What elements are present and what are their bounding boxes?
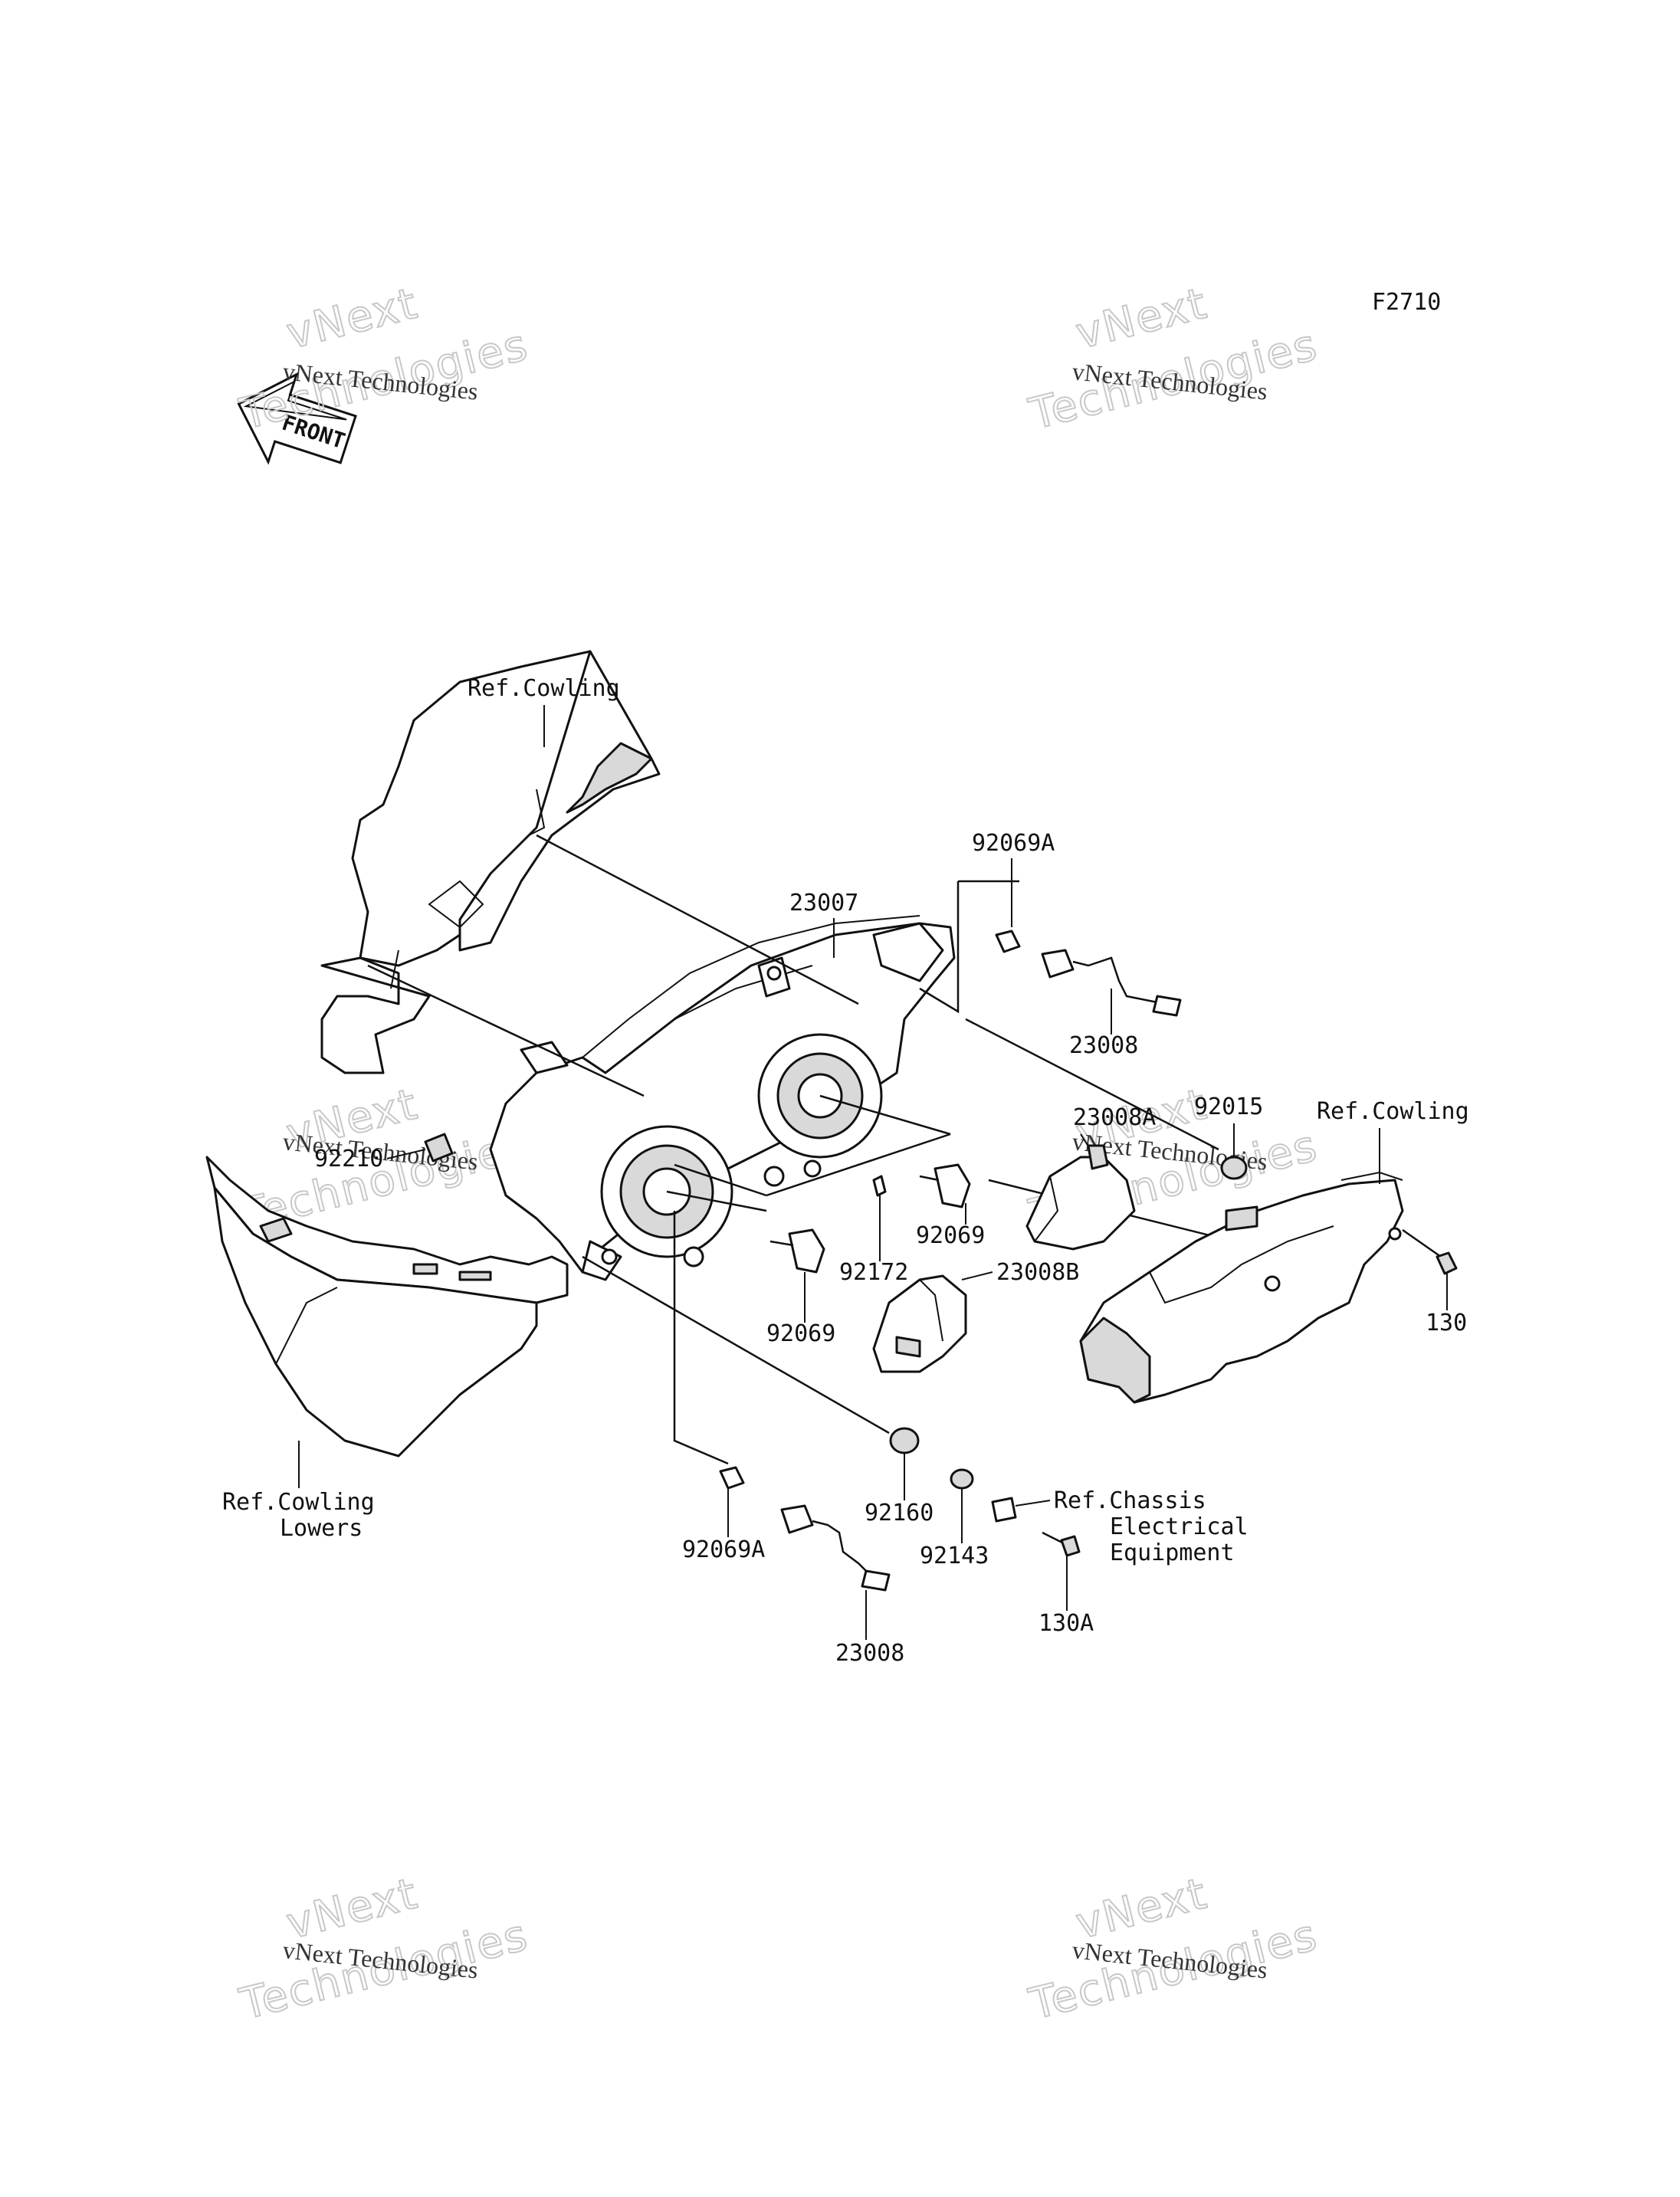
leader-line (1080, 1133, 1089, 1147)
assembly-line (819, 1094, 951, 1136)
label-23008-bottom: 23008 (835, 1640, 904, 1667)
label-92015: 92015 (1194, 1094, 1263, 1120)
bulb-92069a-top-part (995, 930, 1021, 953)
label-130a: 130A (1039, 1610, 1094, 1637)
label-ref-cowling-lowers-1: Ref.Cowling (222, 1489, 375, 1516)
screw-92172-part (872, 1175, 887, 1197)
socket-23008-bottom-part (780, 1504, 891, 1592)
label-92143: 92143 (920, 1543, 989, 1569)
bulb-92069a-bottom-part (719, 1466, 745, 1490)
label-130: 130 (1426, 1310, 1467, 1336)
bulb-holder-23008b-part (872, 1274, 967, 1373)
watermark-vnext: vNext (1071, 279, 1212, 359)
watermark-top-left: vNext Technologies vNext Technologies (235, 278, 534, 441)
label-ref-chassis-3: Equipment (1110, 1540, 1235, 1566)
label-ref-cowling-right: Ref.Cowling (1317, 1098, 1469, 1125)
label-23008-top: 23008 (1069, 1032, 1138, 1059)
label-92172: 92172 (839, 1259, 908, 1286)
headlight-assembly-part (489, 915, 956, 1281)
collar-92143-part (950, 1468, 974, 1490)
leader-line (1015, 1500, 1051, 1507)
assembly-line (965, 1018, 1219, 1151)
right-cowling-part (1079, 1171, 1404, 1404)
bulb-92069-low-part (769, 1228, 825, 1274)
watermark-bottom-left: vNext Technologies vNext Technologies (235, 1868, 534, 2031)
assembly-line (674, 1163, 767, 1197)
grommet-92160-part (889, 1427, 920, 1454)
label-23007: 23007 (789, 890, 858, 917)
assembly-line (367, 964, 645, 1097)
upper-cowling-part (320, 650, 661, 1074)
watermark-top-right: vNext Technologies vNext Technologies (1024, 278, 1324, 441)
label-92069-low: 92069 (766, 1320, 835, 1347)
cowling-lowers-part (205, 1156, 569, 1458)
clip-92210-part (424, 1133, 454, 1162)
label-92210: 92210 (314, 1146, 383, 1172)
label-92069-mid: 92069 (916, 1222, 985, 1249)
diagram-code: F2710 (1372, 289, 1441, 316)
bolt-130-part (1402, 1228, 1458, 1275)
grommet-92015-part (1220, 1156, 1248, 1180)
leader-line (961, 1271, 993, 1280)
chassis-clamp-part (991, 1497, 1017, 1523)
watermark-bottom-right: vNext Technologies vNext Technologies (1024, 1868, 1324, 2031)
label-ref-cowling-top: Ref.Cowling (468, 675, 620, 702)
socket-23008-top-part (1041, 949, 1182, 1017)
leader-line (386, 1149, 426, 1159)
label-ref-cowling-lowers-2: Lowers (280, 1515, 363, 1542)
watermark-vnext: vNext (282, 279, 423, 359)
label-23008a: 23008A (1073, 1104, 1156, 1131)
assembly-line (766, 1133, 951, 1197)
label-92069a-bottom: 92069A (682, 1536, 765, 1563)
label-ref-chassis-1: Ref.Chassis (1054, 1487, 1206, 1514)
label-92160: 92160 (865, 1500, 934, 1526)
label-23008b: 23008B (996, 1259, 1079, 1286)
bulb-holder-23008a-part (1025, 1144, 1136, 1251)
label-ref-chassis-2: Electrical (1110, 1513, 1249, 1540)
assembly-line (666, 1190, 767, 1212)
front-arrow-icon: FRONT (237, 372, 357, 465)
label-92069a-top: 92069A (972, 830, 1055, 857)
bolt-130a-part (1042, 1531, 1081, 1557)
assembly-line (919, 881, 960, 1014)
assembly-line (536, 834, 859, 1005)
bulb-92069-mid-part (919, 1163, 971, 1208)
assembly-line (582, 1255, 890, 1435)
assembly-line (673, 1211, 729, 1465)
